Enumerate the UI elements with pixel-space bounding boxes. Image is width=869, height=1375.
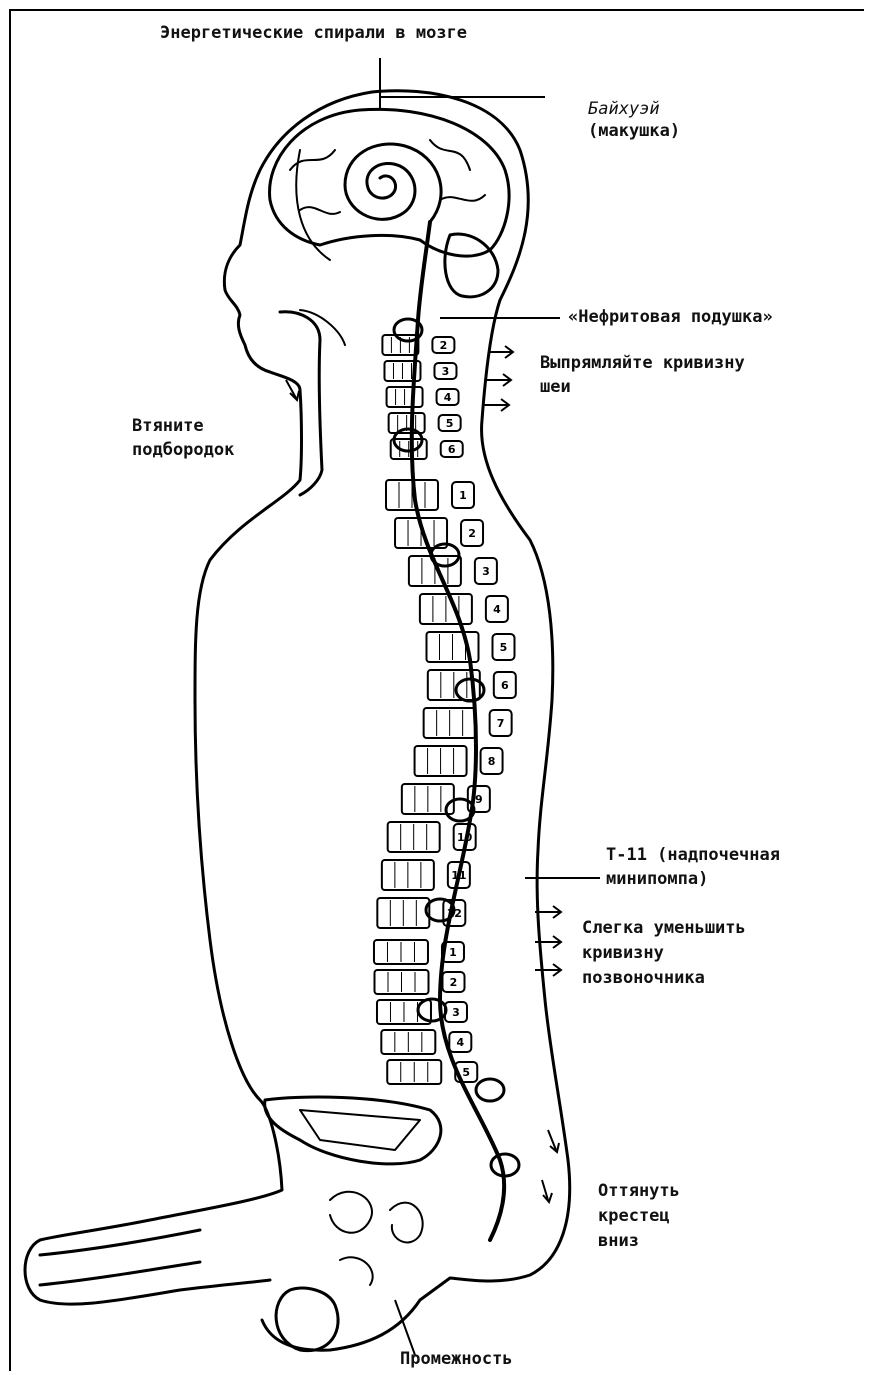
arrow-neck-3 <box>483 399 509 411</box>
vertebra-number: 8 <box>488 755 496 768</box>
vertebra-number: 10 <box>457 831 473 844</box>
label-straighten-neck: Выпрямляйте кривизну <box>540 352 745 374</box>
vertebra-number: 2 <box>440 339 448 352</box>
arrow-neck-2 <box>485 374 511 386</box>
vertebra-number: 5 <box>446 417 454 430</box>
arrow-sacrum-2 <box>542 1180 552 1202</box>
vertebra-number: 5 <box>500 641 508 654</box>
vertebra-number: 9 <box>475 793 483 806</box>
label-sacrum-3: вниз <box>598 1230 639 1252</box>
label-straighten-neck-2: шеи <box>540 376 571 398</box>
energy-node <box>476 1079 504 1101</box>
vertebra-number: 6 <box>501 679 509 692</box>
front-outline <box>25 92 372 1304</box>
label-baihui: Байхуэй <box>588 98 660 120</box>
label-baihui-sub: (макушка) <box>588 120 680 142</box>
label-reduce-curve-3: позвоночника <box>582 967 705 989</box>
vertebra-number: 7 <box>497 717 505 730</box>
label-sacrum: Оттянуть <box>598 1180 680 1202</box>
cerebellum <box>445 234 498 297</box>
label-jade-pillow: «Нефритовая подушка» <box>568 306 773 328</box>
brain-spiral <box>345 144 441 222</box>
arrow-back-3 <box>535 964 561 976</box>
vertebra-number: 3 <box>442 365 450 378</box>
arrows <box>286 346 561 1202</box>
brain-outline <box>270 109 509 256</box>
testicle-outline <box>276 1288 338 1351</box>
vertebra-number: 1 <box>449 946 457 959</box>
vertebra-number: 1 <box>459 489 467 502</box>
vertebra-number: 4 <box>456 1036 464 1049</box>
pelvic-loops <box>330 1192 423 1285</box>
label-reduce-curve: Слегка уменьшить <box>582 917 746 939</box>
genital-detail <box>40 1230 200 1285</box>
arrow-neck-1 <box>488 346 513 358</box>
vertebra-number: 11 <box>451 869 466 882</box>
pelvis <box>265 1097 441 1164</box>
label-reduce-curve-2: кривизну <box>582 942 664 964</box>
vertebra-number: 5 <box>462 1066 470 1079</box>
vertebra-number: 3 <box>482 565 490 578</box>
label-brain-spirals: Энергетические спирали в мозге <box>160 22 467 44</box>
vertebra-number: 2 <box>450 976 458 989</box>
vertebra-number: 3 <box>452 1006 460 1019</box>
vertebra-number: 4 <box>493 603 501 616</box>
label-tuck-chin: Втяните <box>132 415 204 437</box>
label-tuck-chin-2: подбородок <box>132 439 234 461</box>
vertebra-number: 2 <box>468 527 476 540</box>
label-t11: Т-11 (надпочечная <box>606 844 780 866</box>
arrow-sacrum-1 <box>548 1130 559 1152</box>
vertebra-number: 4 <box>444 391 452 404</box>
label-sacrum-2: крестец <box>598 1205 670 1227</box>
label-perineum: Промежность <box>400 1348 513 1370</box>
pelvis-inner <box>300 1110 420 1150</box>
label-t11-2: минипомпа) <box>606 868 708 890</box>
vertebra-number: 6 <box>448 443 456 456</box>
